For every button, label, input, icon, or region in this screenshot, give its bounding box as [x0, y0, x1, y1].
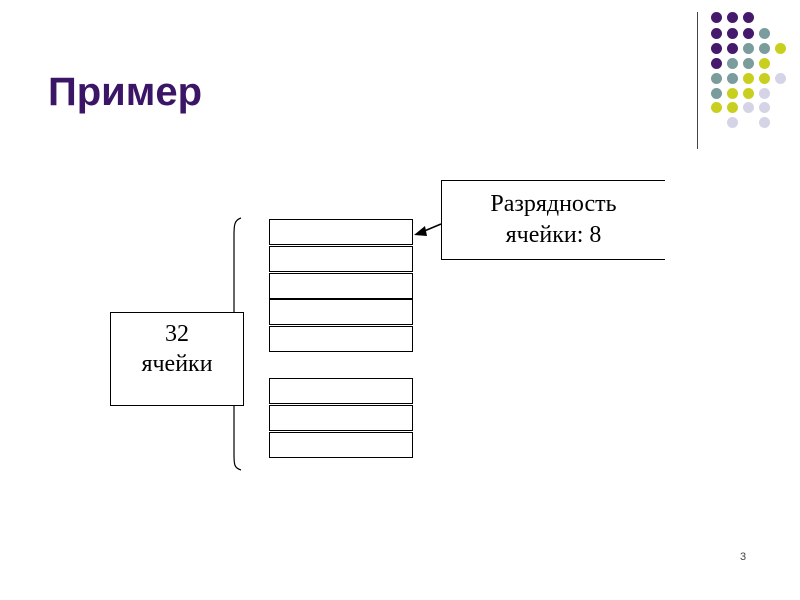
memory-cell — [269, 432, 413, 458]
dot — [743, 43, 754, 54]
page-number: 3 — [740, 551, 747, 563]
dot — [759, 88, 770, 99]
dot — [727, 12, 738, 23]
dot — [743, 28, 754, 39]
dot — [743, 12, 754, 23]
bit-width-box: Разрядность ячейки: 8 — [441, 180, 665, 260]
dot — [711, 73, 722, 84]
dot — [743, 73, 754, 84]
dot — [711, 12, 722, 23]
cell-count-number: 32 — [165, 321, 189, 347]
memory-cell — [269, 219, 413, 245]
dot — [711, 28, 722, 39]
bit-width-title: Разрядность — [490, 191, 617, 217]
dot — [775, 43, 786, 54]
dot — [759, 117, 770, 128]
memory-cell — [269, 273, 413, 299]
dot — [727, 117, 738, 128]
cell-count-word: ячейки — [141, 351, 213, 377]
dot — [775, 73, 786, 84]
dot — [759, 43, 770, 54]
dot — [743, 58, 754, 69]
memory-cell — [269, 246, 413, 272]
dot — [711, 102, 722, 113]
dot — [711, 88, 722, 99]
memory-cell — [269, 326, 413, 352]
dot — [759, 58, 770, 69]
vertical-divider — [697, 12, 698, 149]
dot — [743, 102, 754, 113]
dot — [727, 28, 738, 39]
memory-cell — [269, 299, 413, 325]
dot — [727, 88, 738, 99]
dot — [727, 58, 738, 69]
dot — [743, 88, 754, 99]
slide-title: Пример — [48, 70, 203, 114]
arrow-head — [414, 226, 427, 236]
dot — [759, 28, 770, 39]
dot — [711, 58, 722, 69]
memory-cell — [269, 405, 413, 431]
cell-count-box: 32 ячейки — [110, 312, 244, 406]
dot — [727, 102, 738, 113]
dot — [727, 73, 738, 84]
dot — [759, 73, 770, 84]
bit-width-value: ячейки: 8 — [505, 222, 602, 248]
dot — [727, 43, 738, 54]
dot — [711, 43, 722, 54]
dot — [759, 102, 770, 113]
memory-cell — [269, 378, 413, 404]
